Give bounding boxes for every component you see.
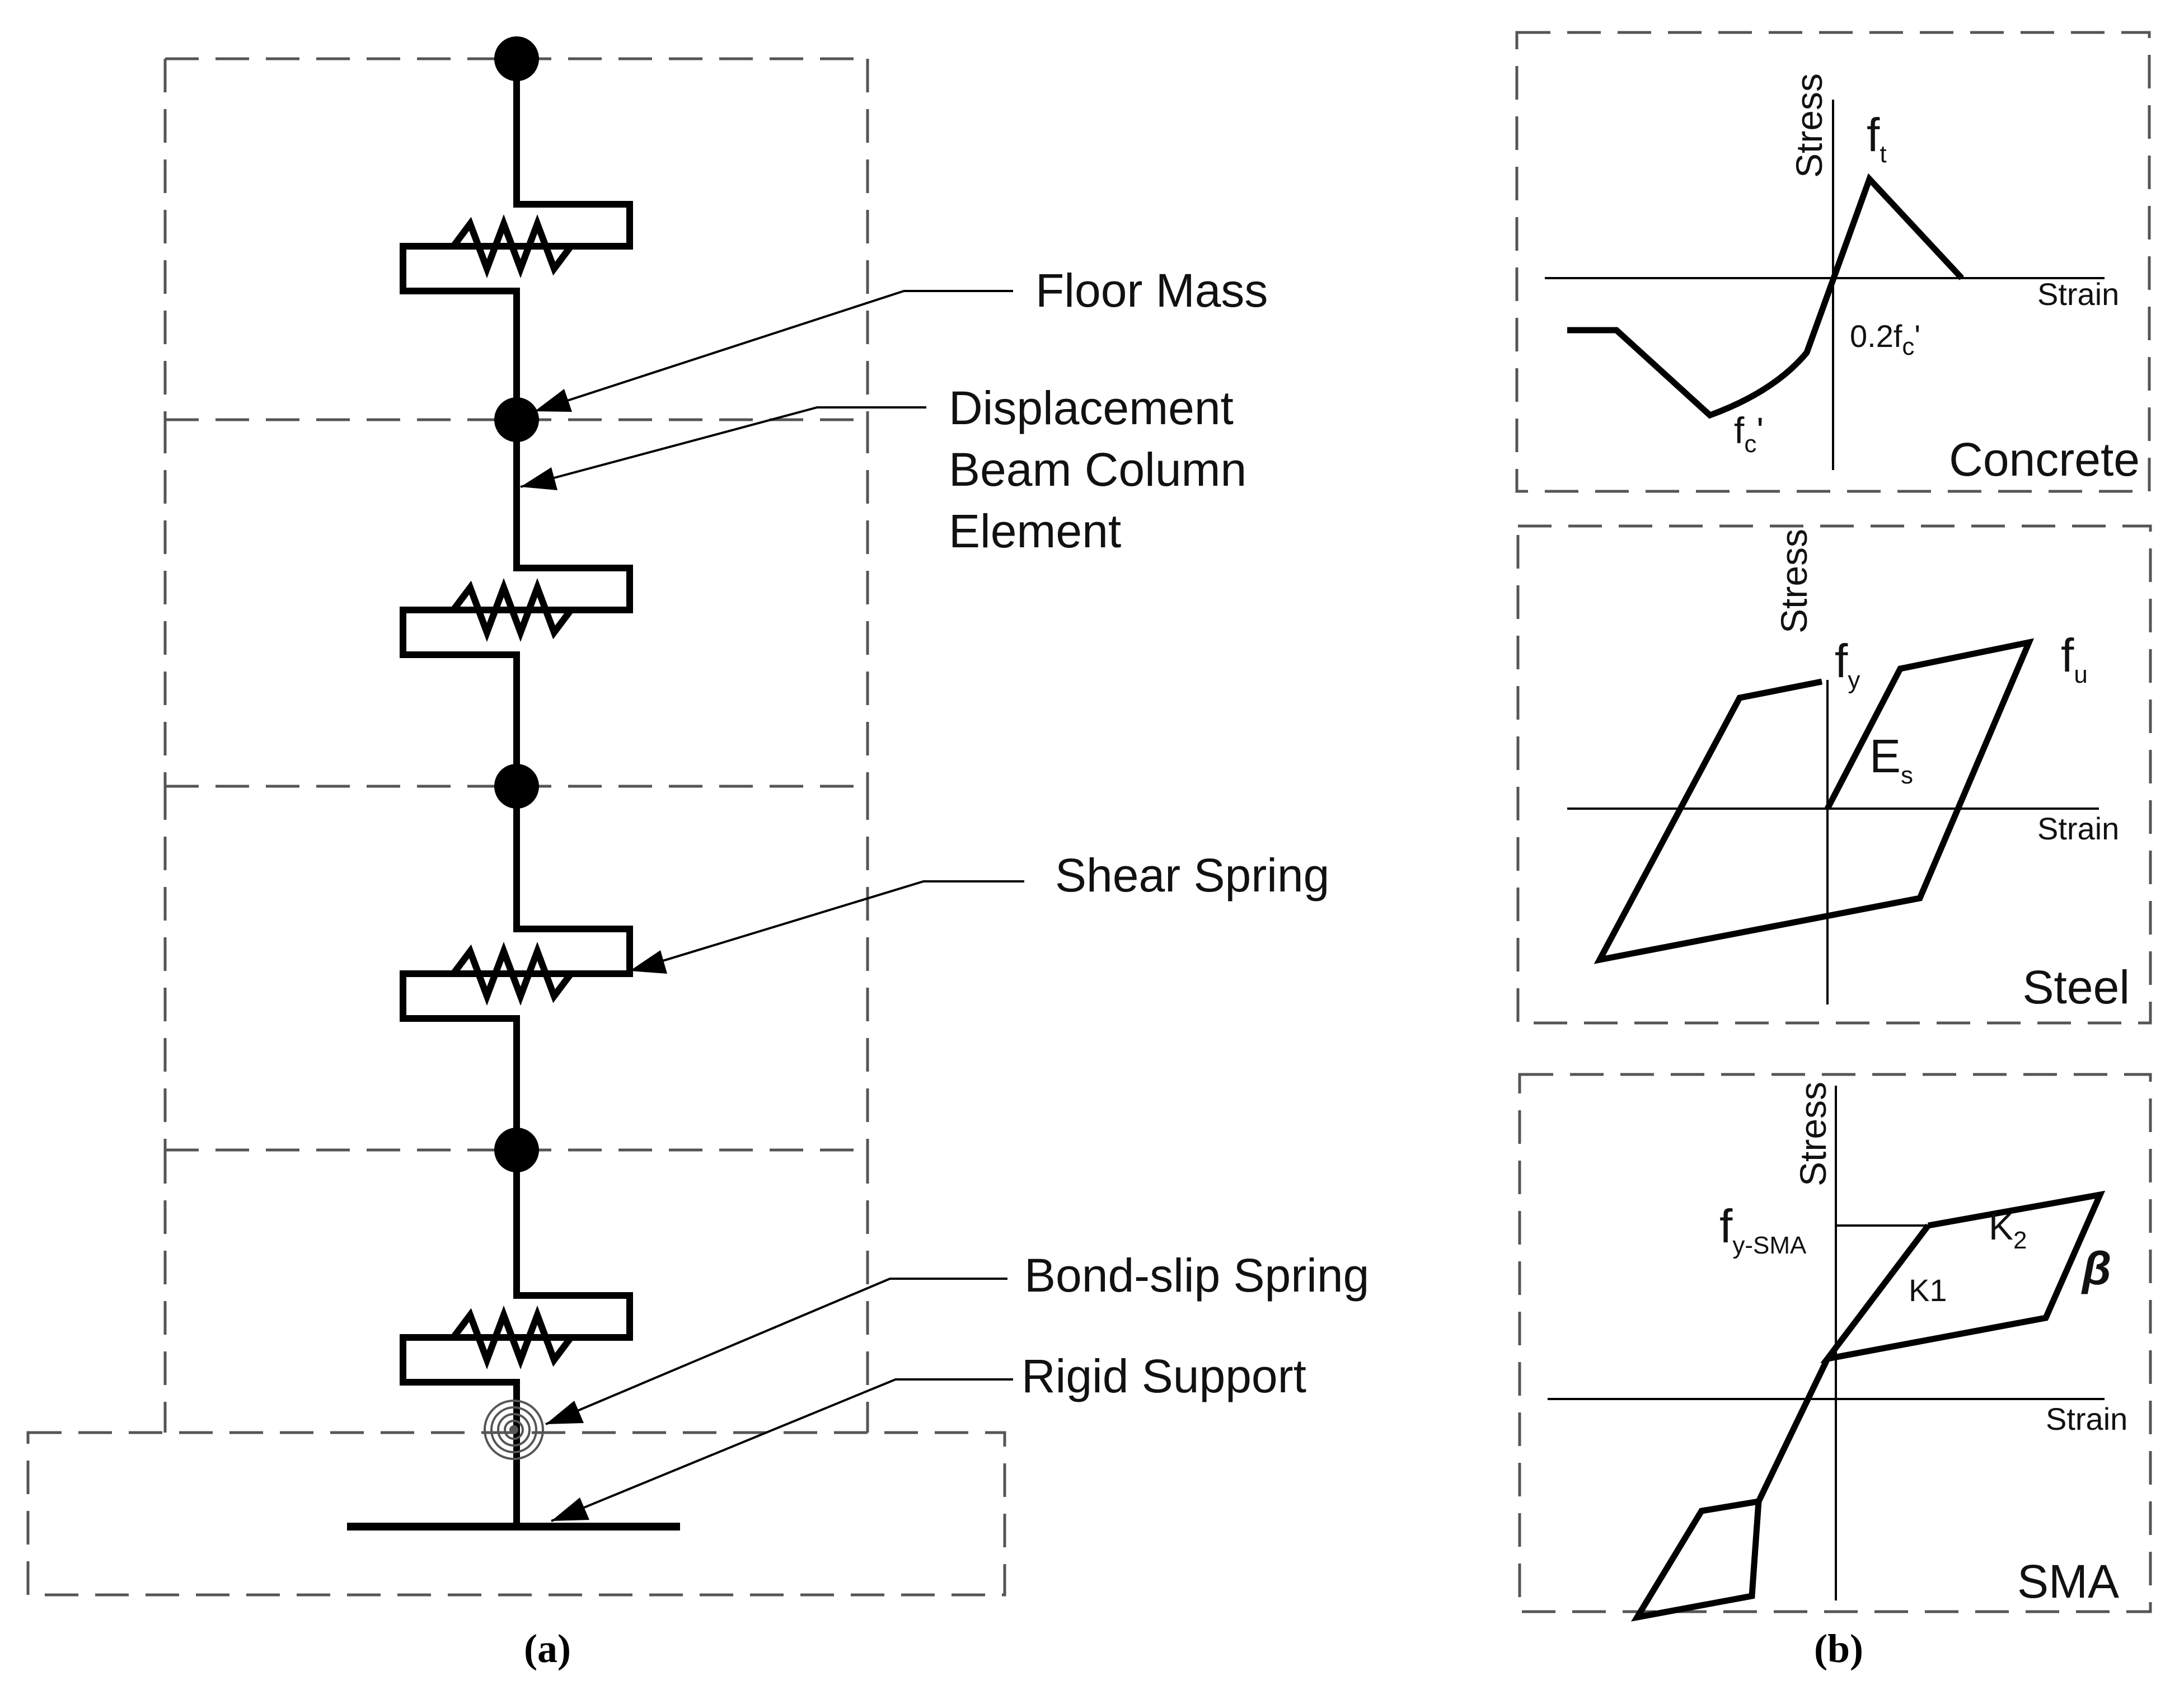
concrete-box: [1515, 31, 2151, 493]
bond-slip-spring-symbol: [484, 1400, 544, 1460]
leader-floor-mass: [534, 290, 1013, 412]
label-bond-slip-spring: Bond-slip Spring: [1024, 1249, 1369, 1302]
concrete-stress-label: Stress: [1788, 73, 1830, 178]
leader-rigid-support: [551, 1378, 1013, 1522]
column-element: [400, 59, 633, 1525]
arrowhead-displacement: [521, 467, 557, 490]
arrowhead-floor-mass: [535, 389, 572, 412]
sma-title: SMA: [2017, 1555, 2119, 1608]
sma-box: [1518, 1073, 2152, 1613]
sma-fysma-label: fy-SMA: [1719, 1200, 1807, 1259]
foundation-dashed-box: [26, 1431, 1006, 1597]
steel-stress-label: Stress: [1773, 529, 1815, 633]
concrete-ft-label: ft: [1867, 109, 1887, 168]
node-mass-floor-3: [494, 397, 539, 442]
leader-bond-slip: [545, 1278, 1007, 1425]
steel-fu-label: fu: [2061, 629, 2088, 688]
frame-dashed-outline: [163, 57, 869, 1433]
sma-strain-label: Strain: [2046, 1401, 2127, 1436]
caption-b: (b): [1814, 1626, 1863, 1671]
concrete-model: Stress Strain ft 0.2fc' fc' Concrete: [1515, 31, 2151, 493]
sma-beta-label: β: [2081, 1242, 2111, 1294]
arrowhead-shear-spring: [630, 950, 667, 974]
arrowhead-bond-slip: [546, 1401, 584, 1424]
concrete-strain-label: Strain: [2037, 276, 2119, 312]
leader-displacement-element: [520, 406, 926, 488]
shear-spring-zigzag-3: [451, 941, 574, 1006]
concrete-title: Concrete: [1949, 433, 2140, 486]
sma-k2-label: K2: [1989, 1206, 2027, 1254]
shear-spring-zigzag-2: [451, 578, 574, 642]
concrete-stress-strain-curve: [1567, 173, 1965, 419]
steel-title: Steel: [2023, 961, 2130, 1013]
label-displacement-line1: Displacement: [949, 382, 1234, 434]
shear-spring-zigzag-1: [451, 214, 574, 279]
steel-model: Stress Strain fy fu Es Steel: [1516, 524, 2152, 1025]
concrete-fc-label: fc': [1734, 410, 1764, 458]
steel-es-label: Es: [1869, 730, 1913, 789]
sma-model: Stress Strain fy-SMA K1 K2 β SMA: [1518, 1073, 2152, 1622]
steel-hysteresis-loop: [1594, 638, 2035, 964]
concrete-0.2fc-label: 0.2fc': [1850, 318, 1920, 360]
label-displacement-line2: Beam Column: [949, 443, 1246, 496]
node-mass-top: [494, 36, 539, 81]
sma-flag-loop: [1630, 1190, 2106, 1622]
node-mass-floor-2: [494, 764, 539, 809]
label-shear-spring: Shear Spring: [1055, 849, 1329, 902]
steel-fy-label: fy: [1835, 635, 1860, 694]
steel-box: [1516, 524, 2152, 1025]
label-floor-mass: Floor Mass: [1035, 264, 1268, 317]
shear-spring-zigzag-4: [451, 1305, 574, 1370]
label-displacement-line3: Element: [949, 505, 1121, 557]
leader-shear-spring: [629, 880, 1024, 972]
steel-strain-label: Strain: [2037, 811, 2119, 846]
panel-b-material-models: Stress Strain ft 0.2fc' fc' Concrete Str…: [1515, 31, 2152, 1671]
node-mass-floor-1: [494, 1128, 539, 1172]
label-rigid-support: Rigid Support: [1021, 1350, 1306, 1402]
arrowhead-rigid-support: [551, 1497, 589, 1521]
sma-k1-label: K1: [1909, 1273, 1947, 1308]
panel-a-structural-model: Floor Mass Displacement Beam Column Elem…: [26, 36, 1369, 1671]
sma-stress-label: Stress: [1792, 1082, 1834, 1186]
caption-a: (a): [524, 1626, 571, 1671]
